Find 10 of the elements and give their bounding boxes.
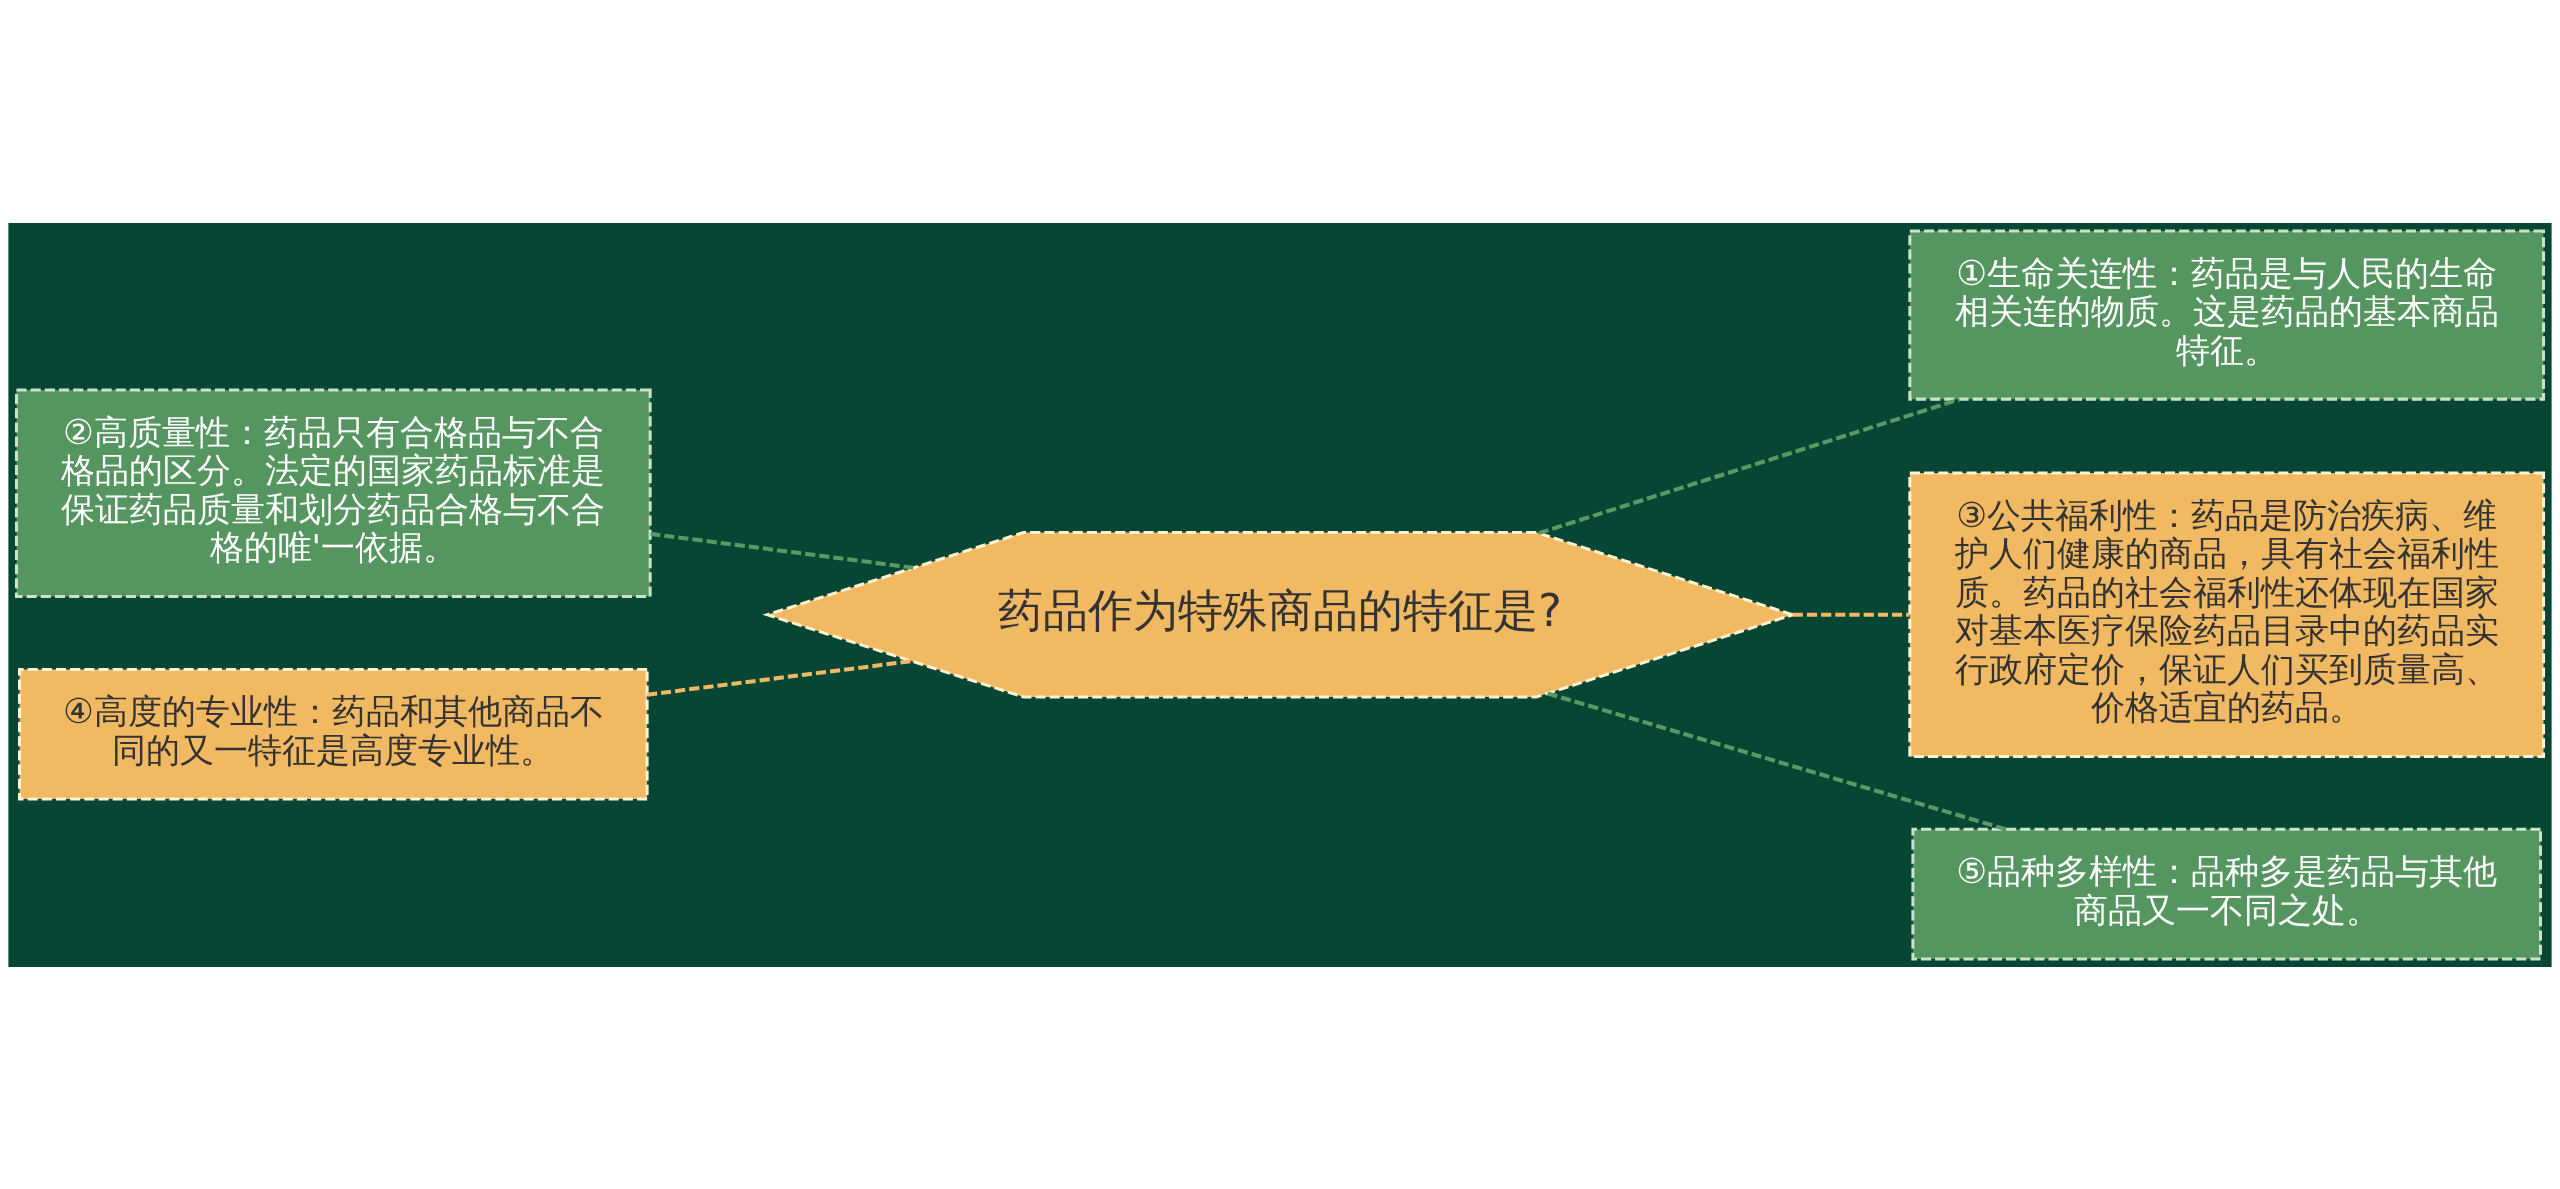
connector: [650, 531, 914, 570]
node-box: ④高度的专业性：药品和其他商品不同的又一特征是高度专业性。: [18, 667, 649, 800]
node-box: ⑤品种多样性：品种多是药品与其他商品又一不同之处。: [1911, 827, 2542, 960]
connector: [1792, 612, 1910, 617]
connector: [1547, 691, 2007, 831]
node-box: ②高质量性：药品只有合格品与不合格品的区分。法定的国家药品标准是保证药品质量和划分药品合格与不合格的唯'一依据。: [14, 388, 652, 598]
node-box: ③公共福利性：药品是防治疾病、维护人们健康的商品，具有社会福利性质。药品的社会福利性还体现在国家对基本医疗保险药品目录中的药品实行政府定价，保证人们买到质量高、价格适宜的药品。: [1908, 471, 2546, 758]
connector: [1538, 396, 1961, 535]
node-box: ①生命关连性：药品是与人民的生命相关连的物质。这是药品的基本商品特征。: [1908, 229, 2546, 401]
connector: [647, 658, 912, 697]
